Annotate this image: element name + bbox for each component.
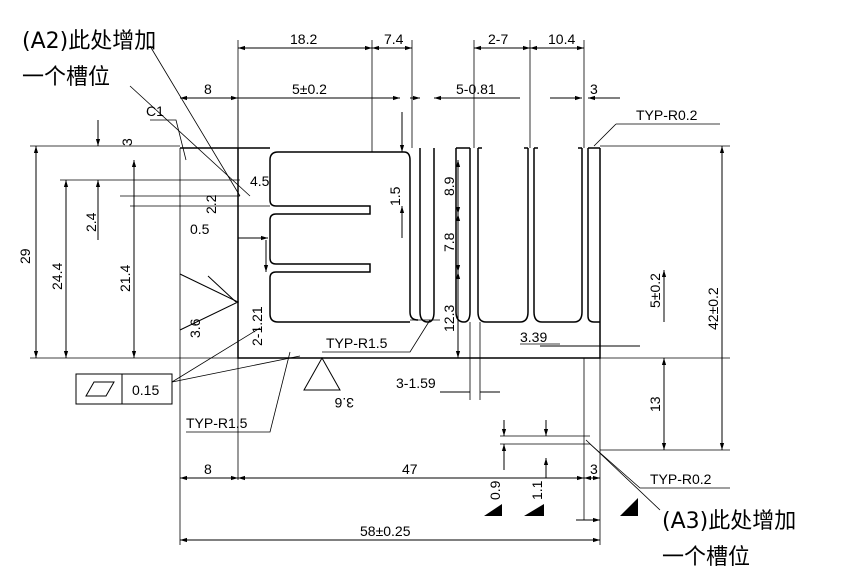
note-typ-r15-bottom: TYP-R1.5 xyxy=(186,415,248,431)
dim-7-8: 7.8 xyxy=(441,232,457,252)
note-a3-line1: (A3)此处增加 xyxy=(662,509,796,534)
dim-0-9: 0.9 xyxy=(487,480,503,500)
dim-3-39: 3.39 xyxy=(520,329,547,345)
dim-18-2: 18.2 xyxy=(290,31,317,47)
note-a3-line2: 一个槽位 xyxy=(662,545,750,570)
dim-0-5: 0.5 xyxy=(190,221,210,237)
tolerance-frame: 0.15 xyxy=(75,373,173,405)
dim-4-5: 4.5 xyxy=(250,173,270,189)
dim-10-4: 10.4 xyxy=(548,31,575,47)
dim-12-3: 12.3 xyxy=(441,305,457,332)
dim-8-9: 8.9 xyxy=(441,176,457,196)
datum-symbols xyxy=(179,273,638,516)
dimension-lines xyxy=(33,45,725,543)
dim-5-tol-side: 5±0.2 xyxy=(647,273,663,308)
dim-58-tol: 58±0.25 xyxy=(360,523,411,539)
dim-3-left: 3 xyxy=(119,138,135,146)
dim-24-4: 24.4 xyxy=(49,263,65,290)
note-typ-r02-top: TYP-R0.2 xyxy=(636,107,698,123)
dim-8-bottom: 8 xyxy=(204,461,212,477)
dim-3-1-59: 3-1.59 xyxy=(396,375,436,391)
leader-lines xyxy=(129,45,730,511)
dim-1-1: 1.1 xyxy=(529,480,545,500)
dim-3-bottom: 3 xyxy=(590,461,598,477)
dim-3-6-left: 3.6 xyxy=(187,318,203,338)
dim-29: 29 xyxy=(17,248,33,264)
note-a2-line2: 一个槽位 xyxy=(22,65,110,90)
dim-47: 47 xyxy=(402,461,418,477)
dimension-labels: 18.2 7.4 2-7 10.4 8 5±0.2 5-0.81 3 TYP-R… xyxy=(17,31,721,539)
note-typ-r15-mid: TYP-R1.5 xyxy=(326,335,388,351)
note-c1: C1 xyxy=(146,103,164,119)
extension-lines xyxy=(30,40,730,545)
dim-21-4: 21.4 xyxy=(117,265,133,292)
dim-7-4: 7.4 xyxy=(384,31,404,47)
dim-42-tol: 42±0.2 xyxy=(705,287,721,330)
note-a2-line1: (A2)此处增加 xyxy=(22,29,156,54)
dim-2-7: 2-7 xyxy=(488,31,508,47)
part-profile xyxy=(180,147,601,359)
dim-3-6-bottom: 3.6 xyxy=(334,395,354,411)
dim-2-2: 2.2 xyxy=(203,194,219,214)
dim-8-top: 8 xyxy=(204,81,212,97)
note-typ-r02-bottom: TYP-R0.2 xyxy=(650,471,712,487)
dim-5-081: 5-0.81 xyxy=(456,81,496,97)
flatness-icon xyxy=(85,381,115,397)
dim-3-top: 3 xyxy=(590,81,598,97)
dim-5-tol: 5±0.2 xyxy=(292,81,327,97)
dim-1-5: 1.5 xyxy=(387,186,403,206)
dim-2-4: 2.4 xyxy=(83,212,99,232)
dim-13: 13 xyxy=(647,396,663,412)
dim-2-1-21: 2-1.21 xyxy=(249,306,265,346)
tolerance-value: 0.15 xyxy=(132,382,159,398)
